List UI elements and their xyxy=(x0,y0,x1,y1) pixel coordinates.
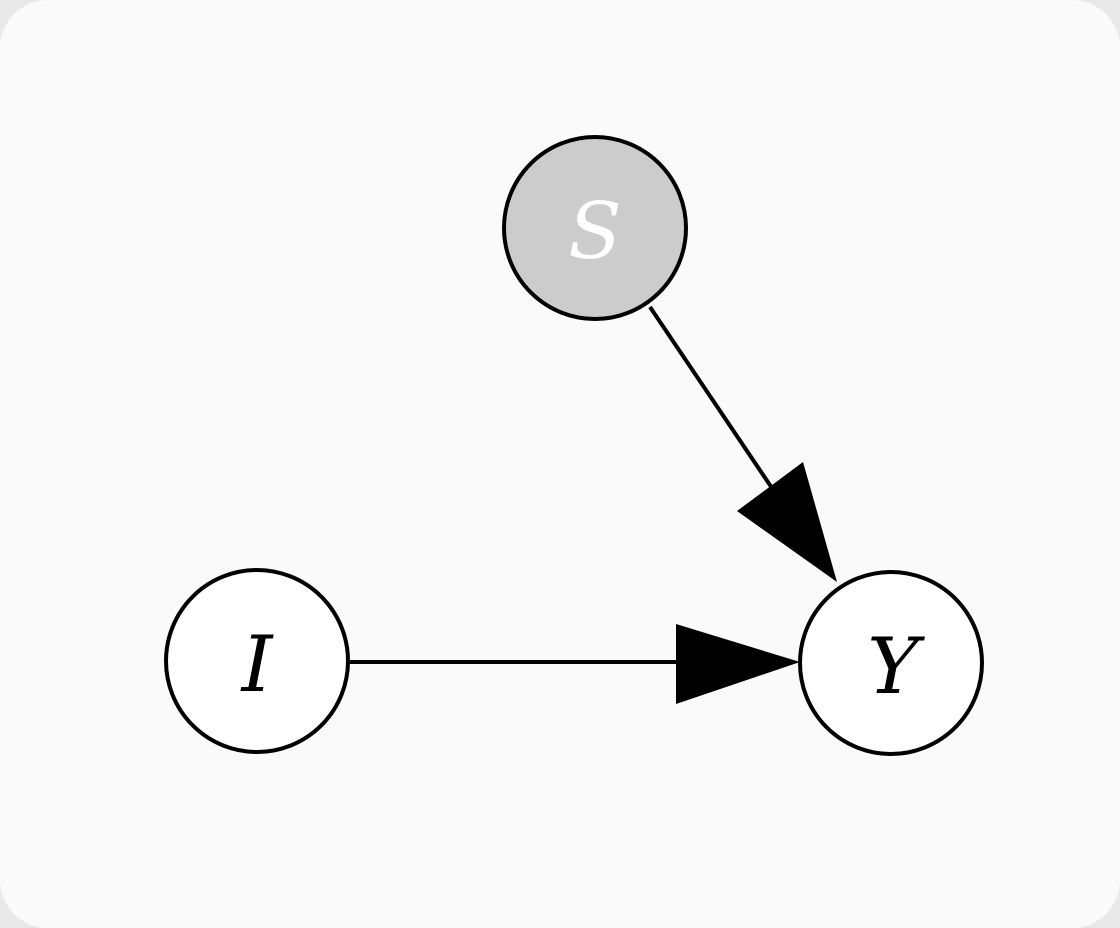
node-y-label: Y xyxy=(867,622,925,712)
arrowhead xyxy=(737,462,837,582)
arrowhead xyxy=(676,624,800,704)
node-i: I xyxy=(164,568,350,754)
edge-i-to-y xyxy=(348,624,800,704)
node-i-label: I xyxy=(240,620,275,710)
edge-s-to-y xyxy=(648,305,837,582)
node-s: S xyxy=(502,135,688,321)
node-y: Y xyxy=(798,570,984,756)
node-s-label: S xyxy=(568,187,621,277)
